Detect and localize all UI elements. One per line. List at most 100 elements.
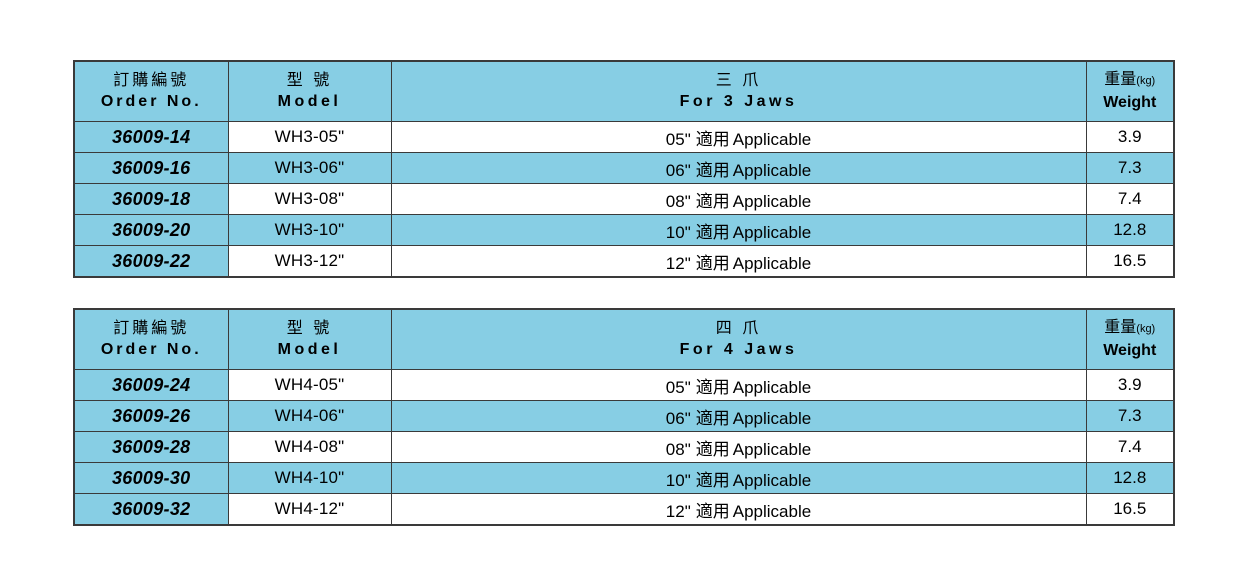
cell-weight: 7.4 xyxy=(1085,431,1175,463)
cell-jaws-en: Applicable xyxy=(732,377,812,397)
cell-jaws-en: Applicable xyxy=(732,253,812,273)
cell-jaws-en: Applicable xyxy=(732,408,812,428)
column-header-order-no-en: Order No. xyxy=(100,93,202,110)
cell-jaws-cn: 適用 xyxy=(695,129,730,149)
column-header-order-no-en: Order No. xyxy=(100,341,202,358)
column-header-weight-en: Weight xyxy=(1103,342,1157,359)
cell-jaws-cn: 適用 xyxy=(695,408,730,428)
column-header-weight-cn-line: 重量(kg) xyxy=(1087,317,1174,340)
cell-jaws-en: Applicable xyxy=(732,470,812,490)
cell-weight: 12.8 xyxy=(1085,214,1175,246)
cell-model: WH3-08" xyxy=(227,183,392,215)
column-header-weight-unit: (kg) xyxy=(1136,323,1156,335)
column-header-weight-en: Weight xyxy=(1103,94,1157,111)
cell-jaws-cn: 適用 xyxy=(695,377,730,397)
column-header-model: 型 號 Model xyxy=(227,308,392,370)
cell-model: WH4-06" xyxy=(227,400,392,432)
cell-jaws-size: 10" xyxy=(665,470,691,490)
cell-jaws-size: 12" xyxy=(665,253,691,273)
cell-order-no: 36009-24 xyxy=(73,369,229,401)
column-header-model-en: Model xyxy=(277,93,342,110)
column-header-order-no-cn: 訂購編號 xyxy=(113,320,190,337)
column-header-weight: 重量(kg) Weight xyxy=(1085,60,1175,122)
cell-order-no: 36009-16 xyxy=(73,152,229,184)
table-header-row: 訂購編號 Order No. 型 號 Model 三 爪 For 3 Jaws … xyxy=(73,60,1175,122)
cell-jaws-size: 05" xyxy=(665,377,691,397)
cell-order-no: 36009-22 xyxy=(73,245,229,278)
column-header-weight-cn: 重量 xyxy=(1104,71,1137,88)
column-header-weight-cn: 重量 xyxy=(1104,319,1137,336)
cell-jaws-en: Applicable xyxy=(732,160,812,180)
column-header-model: 型 號 Model xyxy=(227,60,392,122)
cell-model: WH4-08" xyxy=(227,431,392,463)
cell-weight: 7.3 xyxy=(1085,400,1175,432)
cell-jaws-cn: 適用 xyxy=(695,439,730,459)
column-header-order-no: 訂購編號 Order No. xyxy=(73,308,229,370)
cell-model: WH4-10" xyxy=(227,462,392,494)
cell-model: WH4-12" xyxy=(227,493,392,526)
cell-jaws-cn: 適用 xyxy=(695,501,730,521)
spec-table-four-jaws: 訂購編號 Order No. 型 號 Model 四 爪 For 4 Jaws … xyxy=(73,308,1175,526)
column-header-jaws-cn: 四 爪 xyxy=(715,320,762,337)
column-header-jaws-en: For 4 Jaws xyxy=(679,341,798,358)
cell-model: WH3-06" xyxy=(227,152,392,184)
column-header-model-cn: 型 號 xyxy=(286,72,333,89)
cell-jaws-cn: 適用 xyxy=(695,470,730,490)
column-header-model-en: Model xyxy=(277,341,342,358)
column-header-jaws: 三 爪 For 3 Jaws xyxy=(390,60,1087,122)
cell-jaws-en: Applicable xyxy=(732,501,812,521)
cell-jaws-size: 08" xyxy=(665,191,691,211)
column-header-model-cn: 型 號 xyxy=(286,320,333,337)
table-header-row: 訂購編號 Order No. 型 號 Model 四 爪 For 4 Jaws … xyxy=(73,308,1175,370)
cell-jaws-cn: 適用 xyxy=(695,253,730,273)
column-header-order-no: 訂購編號 Order No. xyxy=(73,60,229,122)
cell-model: WH3-05" xyxy=(227,121,392,153)
cell-jaws-en: Applicable xyxy=(732,439,812,459)
cell-weight: 16.5 xyxy=(1085,245,1175,278)
cell-weight: 3.9 xyxy=(1085,121,1175,153)
column-header-jaws-cn: 三 爪 xyxy=(715,72,762,89)
cell-jaws-cn: 適用 xyxy=(695,191,730,211)
cell-order-no: 36009-14 xyxy=(73,121,229,153)
spec-table-three-jaws: 訂購編號 Order No. 型 號 Model 三 爪 For 3 Jaws … xyxy=(73,60,1175,278)
cell-jaws-size: 12" xyxy=(665,501,691,521)
cell-model: WH4-05" xyxy=(227,369,392,401)
cell-jaws-en: Applicable xyxy=(732,191,812,211)
column-header-weight-unit: (kg) xyxy=(1136,75,1156,87)
column-header-order-no-cn: 訂購編號 xyxy=(113,72,190,89)
cell-order-no: 36009-26 xyxy=(73,400,229,432)
cell-jaws-size: 06" xyxy=(665,160,691,180)
cell-order-no: 36009-20 xyxy=(73,214,229,246)
cell-weight: 7.3 xyxy=(1085,152,1175,184)
cell-jaws-cn: 適用 xyxy=(695,160,730,180)
column-header-jaws-en: For 3 Jaws xyxy=(679,93,798,110)
cell-jaws-en: Applicable xyxy=(732,129,812,149)
cell-model: WH3-10" xyxy=(227,214,392,246)
cell-weight: 12.8 xyxy=(1085,462,1175,494)
cell-jaws-size: 10" xyxy=(665,222,691,242)
cell-weight: 3.9 xyxy=(1085,369,1175,401)
cell-order-no: 36009-18 xyxy=(73,183,229,215)
cell-jaws-cn: 適用 xyxy=(695,222,730,242)
column-header-jaws: 四 爪 For 4 Jaws xyxy=(390,308,1087,370)
